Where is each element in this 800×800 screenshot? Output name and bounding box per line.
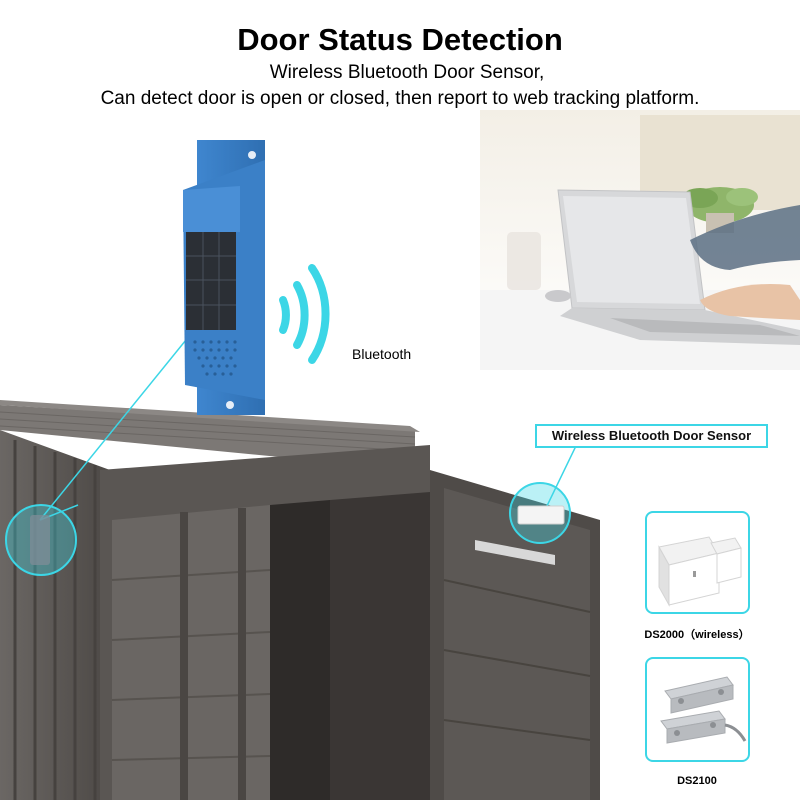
shipping-container-illustration [0, 400, 600, 800]
ds2000-label: DS2000（wireless） [644, 629, 750, 641]
metal-door-switch-icon [660, 676, 747, 744]
door-sensor-callout: Wireless Bluetooth Door Sensor [535, 424, 768, 448]
bluetooth-signal-icon [279, 264, 330, 364]
subtitle-line-2: Can detect door is open or closed, then … [100, 88, 700, 109]
ds2100-label: DS2100 [677, 775, 717, 787]
solar-bluetooth-device [183, 140, 265, 415]
ds2000-product-card [645, 511, 750, 614]
laptop-illustration [545, 189, 800, 345]
subtitle-line-1: Wireless Bluetooth Door Sensor, [269, 62, 545, 83]
ds2100-product-card [645, 657, 750, 762]
bluetooth-label: Bluetooth [352, 346, 412, 362]
magnetic-door-sensor-icon [658, 536, 742, 607]
page-title: Door Status Detection [237, 22, 563, 57]
